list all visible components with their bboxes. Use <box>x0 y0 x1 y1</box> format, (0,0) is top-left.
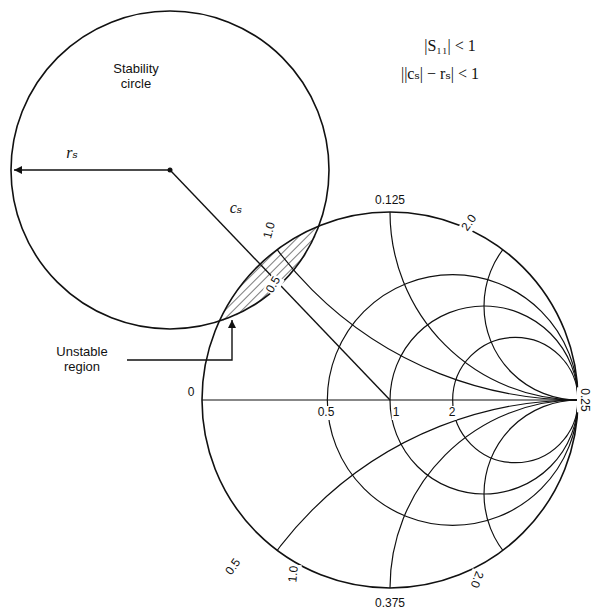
wavelength-mark: 0.25 <box>577 387 591 412</box>
node-label: Stability circle <box>100 62 172 92</box>
wavelength-mark: 0.125 <box>374 194 406 208</box>
reactance-value: 1.0 <box>261 220 279 242</box>
reactance-value-holder: 2.0 <box>466 568 489 592</box>
reactance-value-holder: 0.5 <box>219 553 244 579</box>
region-callout: Unstable region <box>42 345 122 375</box>
reactance-value-holder: 0.5 <box>260 271 285 296</box>
wavelength-mark-holder: 0.25 <box>577 387 595 412</box>
stability-condition: ||cₛ| − rₛ| < 1 <box>400 65 480 83</box>
reactance-arc <box>202 400 596 615</box>
center-vector <box>170 170 390 400</box>
reactance-arc <box>390 400 596 615</box>
reactance-value: 2.0 <box>459 211 481 234</box>
reactance-value: 0.5 <box>223 555 245 578</box>
resistance-value-holder: 1 <box>392 402 401 420</box>
reactance-arc <box>484 400 596 588</box>
center-symbol: cₛ <box>229 199 244 217</box>
stability-condition: |S₁₁| < 1 <box>423 37 476 55</box>
center-dot <box>168 168 173 173</box>
resistance-value: 2 <box>448 406 457 420</box>
reactance-value: 0.5 <box>263 273 284 296</box>
wavelength-mark-holder: 0.375 <box>374 593 406 611</box>
reactance-arc <box>390 24 596 400</box>
reactance-value: 1.0 <box>286 564 301 584</box>
center-symbol-holder: cₛ <box>229 199 244 217</box>
reactance-arc <box>484 212 596 400</box>
stability-condition-holder: |S₁₁| < 1 <box>423 37 476 55</box>
reactance-value-holder: 1.0 <box>257 219 279 242</box>
reactance-value-holder: 1.0 <box>282 564 302 584</box>
reactance-arc <box>202 0 596 400</box>
radius-symbol: rₛ <box>65 144 79 162</box>
resistance-value-holder: 0.5 <box>317 402 336 420</box>
resistance-value: 0 <box>187 386 196 400</box>
reactance-value-holder: 2.0 <box>455 209 480 235</box>
wavelength-mark: 0.375 <box>374 597 406 611</box>
wavelength-mark-holder: 0.125 <box>374 190 406 208</box>
region-callout-holder: Unstable region <box>42 345 122 375</box>
reactance-value: 2.0 <box>467 568 486 590</box>
resistance-value: 0.5 <box>317 406 336 420</box>
resistance-value: 1 <box>392 406 401 420</box>
radius-symbol-holder: rₛ <box>65 144 79 162</box>
resistance-value-holder: 0 <box>187 382 196 400</box>
resistance-value-holder: 2 <box>448 402 457 420</box>
stability-condition-holder: ||cₛ| − rₛ| < 1 <box>400 65 480 83</box>
radius-arrow <box>14 169 170 170</box>
